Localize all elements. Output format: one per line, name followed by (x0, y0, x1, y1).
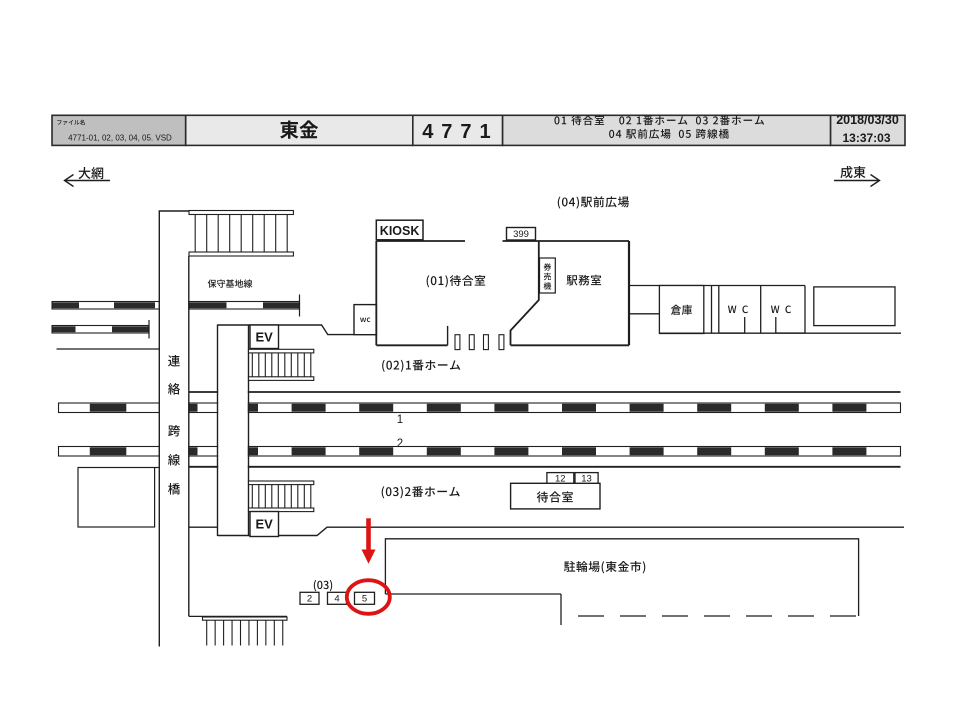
svg-text:4771-01, 02, 03, 04, 05. VSD: 4771-01, 02, 03, 04, 05. VSD (68, 134, 172, 143)
svg-text:1: 1 (397, 414, 403, 426)
svg-text:EV: EV (256, 330, 274, 345)
svg-text:2: 2 (307, 594, 312, 605)
svg-text:13:37:03: 13:37:03 (842, 131, 890, 145)
svg-text:5: 5 (362, 594, 367, 605)
svg-text:399: 399 (513, 229, 529, 240)
svg-text:KIOSK: KIOSK (380, 224, 420, 238)
svg-text:EV: EV (256, 517, 274, 532)
svg-text:2018/03/30: 2018/03/30 (836, 113, 899, 127)
svg-text:13: 13 (581, 474, 592, 485)
svg-text:4: 4 (334, 594, 339, 605)
svg-text:12: 12 (555, 474, 566, 485)
svg-text:4 7 7 1: 4 7 7 1 (422, 121, 492, 143)
svg-text:2: 2 (397, 438, 403, 450)
